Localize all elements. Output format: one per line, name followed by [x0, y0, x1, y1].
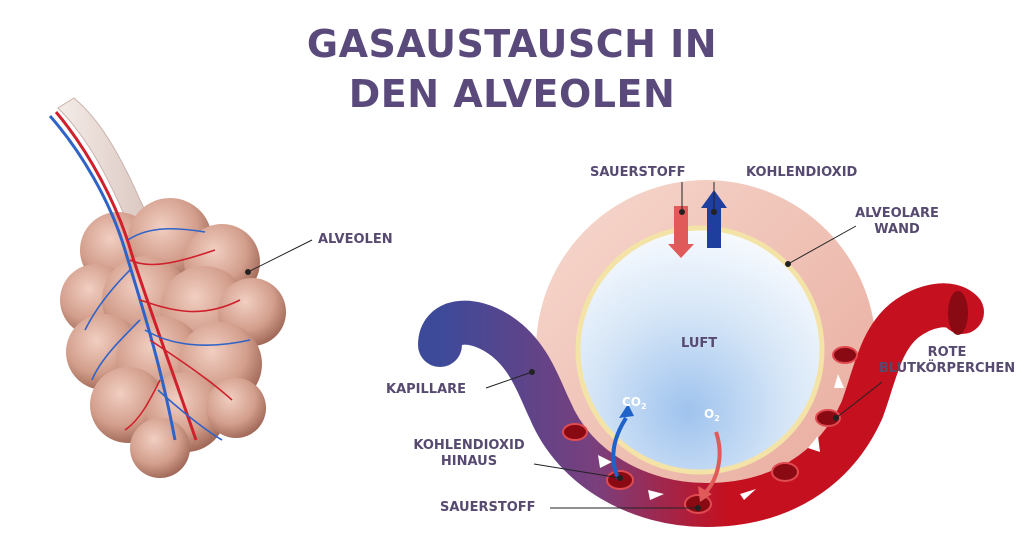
label-kohlendioxid-hinaus-line1: KOHLENDIOXID — [413, 438, 525, 453]
artery-main — [54, 111, 198, 441]
co2-out-curve — [611, 416, 628, 479]
label-alveolen: ALVEOLEN — [318, 232, 393, 247]
oxygen-in-arrow-shaft — [674, 206, 688, 246]
label-kohlendioxid-top: KOHLENDIOXID — [746, 165, 858, 180]
co2-out-arrow-shaft — [707, 206, 721, 248]
label-kohlendioxid-hinaus-line2: HINAUS — [440, 454, 498, 469]
label-sauerstoff-bottom: SAUERSTOFF — [440, 500, 536, 515]
label-alveolare-line2: WAND — [874, 222, 920, 237]
label-rote-blutkoerperchen: ROTE BLUTKÖRPERCHEN — [874, 345, 1020, 377]
red-blood-cells — [562, 346, 858, 514]
alveolar-cluster — [48, 97, 286, 478]
label-luft: LUFT — [681, 336, 718, 351]
label-alveolare-line1: ALVEOLARE — [855, 206, 939, 221]
label-alveolare-wand: ALVEOLARE WAND — [852, 206, 942, 238]
label-rote-line1: ROTE — [927, 345, 967, 360]
flow-arrows — [598, 374, 844, 500]
label-kapillare: KAPILLARE — [386, 382, 467, 397]
callout-lines — [245, 182, 883, 511]
o2-symbol: O2 — [704, 407, 720, 423]
title-line-2: DEN ALVEOLEN — [348, 72, 676, 116]
title-line-1: GASAUSTAUSCH IN — [306, 22, 718, 66]
label-rote-line2: BLUTKÖRPERCHEN — [878, 361, 1016, 376]
label-sauerstoff-top: SAUERSTOFF — [590, 165, 686, 180]
alveolus-detail — [418, 180, 984, 528]
vein-main — [48, 115, 177, 441]
o2-in-curve — [702, 431, 722, 496]
air-bubble — [575, 225, 825, 475]
label-kohlendioxid-hinaus: KOHLENDIOXID HINAUS — [404, 438, 534, 470]
co2-symbol: CO2 — [622, 395, 647, 411]
